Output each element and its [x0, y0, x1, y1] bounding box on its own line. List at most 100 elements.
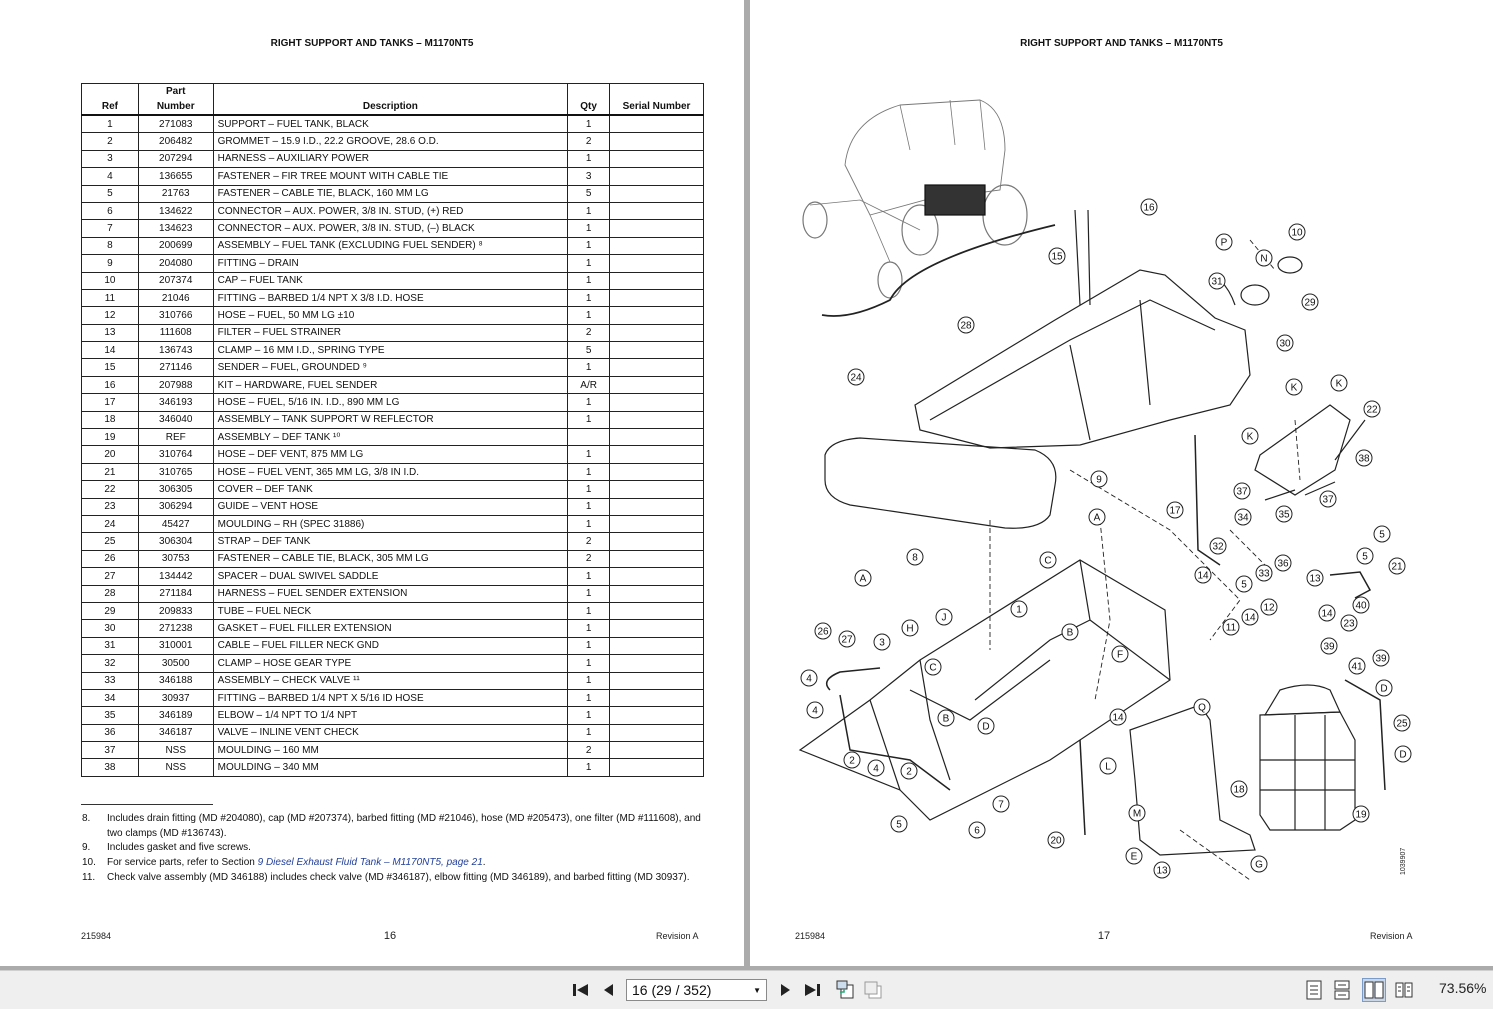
fit-page-icon[interactable] — [833, 978, 857, 1002]
cell-ref: 20 — [81, 445, 139, 464]
cell-qty: 1 — [567, 201, 611, 221]
callout-K: K — [1330, 374, 1348, 392]
callout-37: 37 — [1319, 490, 1337, 508]
cell-description: MOULDING – 340 MM — [212, 758, 569, 777]
cell-serial — [609, 393, 704, 412]
callout-circle — [1319, 490, 1337, 508]
callout-A: A — [854, 569, 872, 587]
callout-label: 41 — [1351, 662, 1363, 673]
callout-circle — [1140, 198, 1158, 216]
callout-circle — [1255, 564, 1273, 582]
callout-circle — [800, 669, 818, 687]
cell-qty: 1 — [567, 480, 611, 499]
cell-description: TUBE – FUEL NECK — [212, 601, 569, 621]
cell-qty: 1 — [567, 114, 611, 134]
cell-description: FASTENER – FIR TREE MOUNT WITH CABLE TIE — [212, 167, 569, 186]
cell-qty: 2 — [567, 532, 611, 551]
callout-label: 15 — [1051, 252, 1063, 263]
cell-serial — [609, 114, 704, 134]
callout-C: C — [1039, 551, 1057, 569]
cell-serial — [609, 184, 704, 203]
cell-serial — [609, 567, 704, 586]
callout-circle — [843, 751, 861, 769]
callout-circle — [1340, 614, 1358, 632]
callout-circle — [1355, 449, 1373, 467]
callout-10: 10 — [1288, 223, 1306, 241]
cell-description: COVER – DEF TANK — [212, 480, 569, 499]
prev-page-icon[interactable] — [598, 978, 618, 1002]
cell-ref: 13 — [81, 323, 139, 343]
last-page-icon[interactable] — [801, 978, 823, 1002]
cell-qty: 1 — [567, 706, 611, 725]
cell-qty: 1 — [567, 636, 611, 656]
next-page-icon[interactable] — [775, 978, 795, 1002]
callout-circle — [1241, 608, 1259, 626]
callout-label: D — [1380, 684, 1387, 695]
col-part-line2: Number — [156, 101, 195, 112]
cell-description: VALVE – INLINE VENT CHECK — [212, 723, 569, 743]
callout-circle — [1234, 508, 1252, 526]
cell-description: STRAP – DEF TANK — [212, 532, 569, 551]
cell-description: HOSE – FUEL, 5/16 IN. I.D., 890 MM LG — [212, 393, 569, 412]
cell-ref: 14 — [81, 341, 139, 360]
callout-L: L — [1099, 757, 1117, 775]
page-number-field[interactable]: 16 (29 / 352) ▼ — [626, 979, 767, 1001]
callout-circle — [1394, 745, 1412, 763]
callout-label: C — [929, 663, 936, 674]
cell-description: ASSEMBLY – DEF TANK ¹⁰ — [212, 428, 569, 447]
callout-label: 26 — [817, 627, 829, 638]
cell-ref: 5 — [81, 184, 139, 203]
diagram-lines — [798, 99, 1386, 881]
callout-circle — [1233, 482, 1251, 500]
page-number-value: 16 (29 / 352) — [632, 982, 712, 998]
cell-serial — [609, 219, 704, 238]
cell-part-number: 134623 — [137, 219, 214, 238]
cell-serial — [609, 671, 704, 690]
callout-circle — [806, 701, 824, 719]
cell-part-number: 310001 — [137, 636, 214, 656]
footnotes: 8.Includes drain fitting (MD #204080), c… — [82, 812, 702, 886]
zoom-level[interactable]: 73.56% — [1439, 980, 1487, 996]
cell-ref: 8 — [81, 236, 139, 256]
section-link[interactable]: 9 Diesel Exhaust Fluid Tank – M1170NT5, … — [257, 857, 483, 869]
cell-description: CLAMP – 16 MM I.D., SPRING TYPE — [212, 341, 569, 360]
first-page-icon[interactable] — [570, 978, 592, 1002]
callout-label: K — [1291, 383, 1298, 394]
continuous-icon[interactable] — [1334, 980, 1350, 1000]
callout-label: D — [982, 722, 989, 733]
chevron-down-icon[interactable]: ▼ — [753, 985, 761, 995]
cell-serial — [609, 323, 704, 343]
callout-5: 5 — [1373, 525, 1391, 543]
cell-description: GASKET – FUEL FILLER EXTENSION — [212, 619, 569, 638]
book-view-icon[interactable] — [1394, 980, 1413, 1000]
callout-H: H — [901, 619, 919, 637]
callout-circle — [1235, 575, 1253, 593]
callout-27: 27 — [838, 630, 856, 648]
callout-circle — [1260, 598, 1278, 616]
two-page-icon[interactable] — [1362, 978, 1386, 1002]
cell-qty: 1 — [567, 619, 611, 638]
callout-label: 27 — [841, 635, 853, 646]
callout-circle — [814, 622, 832, 640]
single-page-icon[interactable] — [1306, 980, 1322, 1000]
callout-circle — [1330, 374, 1348, 392]
callout-circle — [1010, 600, 1028, 618]
notes-divider — [81, 804, 213, 805]
callout-A: A — [1088, 508, 1106, 526]
cell-ref: 23 — [81, 497, 139, 516]
fit-width-icon[interactable] — [861, 978, 885, 1002]
callout-label: 34 — [1237, 513, 1249, 524]
cell-ref: 26 — [81, 549, 139, 569]
cell-description: CONNECTOR – AUX. POWER, 3/8 IN. STUD, (+… — [212, 201, 569, 221]
